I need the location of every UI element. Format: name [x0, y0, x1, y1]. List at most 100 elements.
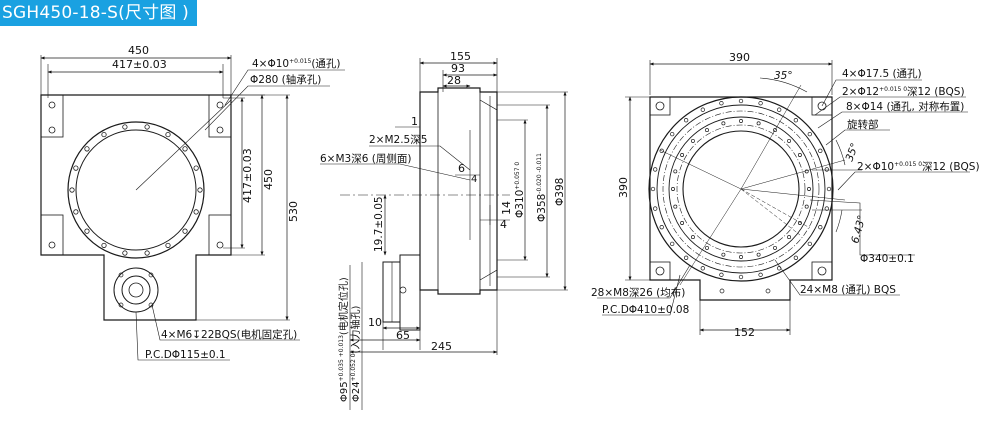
inner-bolt-hole	[773, 245, 777, 250]
inner-bolt-hole	[797, 153, 802, 157]
outer-bolt-hole	[683, 118, 689, 123]
inner-bolt-hole	[804, 169, 809, 174]
inner-bolt-hole	[705, 128, 709, 133]
bore-bolt-hole	[84, 146, 90, 152]
outer-bolt-hole	[824, 167, 829, 172]
pcd-410-label: P.C.DΦ410±0.08	[602, 304, 689, 316]
dim-450-vertical: 450	[262, 169, 275, 190]
bore-bolt-hole	[101, 242, 107, 249]
hole-callout: 4×Φ10+0.015(通孔)	[252, 57, 341, 70]
holes-12-label: 2×Φ12+0.015 0深12 (BQS)	[842, 86, 965, 98]
outer-bolt-hole	[758, 101, 763, 106]
dim-10-label: 10	[368, 316, 382, 329]
outer-bolt-hole	[818, 148, 823, 153]
inner-bolt-hole	[807, 187, 811, 191]
bore-bolt-hole	[84, 228, 90, 234]
dim-152-label: 152	[734, 326, 755, 339]
inner-bolt-hole	[705, 245, 709, 250]
bearing-hole-label: Φ280 (轴承孔)	[250, 73, 321, 86]
inner-bolt-hole	[739, 119, 743, 123]
dim-245-label: 245	[431, 340, 452, 353]
inner-bolt-hole	[787, 138, 792, 143]
motor-holes-label: 4×M6↧22BQS(电机固定孔)	[161, 328, 297, 341]
angle-35-side: 35°	[844, 141, 862, 163]
outer-bolt-hole	[826, 186, 832, 192]
angle-643: 6.43°	[849, 214, 868, 245]
inner-bolt-hole	[721, 252, 726, 257]
outer-bolt-hole	[807, 131, 812, 137]
bore-bolt-hole	[73, 165, 79, 171]
bore-bolt-hole	[122, 124, 128, 130]
outer-bolt-hole	[650, 186, 656, 192]
outer-bolt-hole	[653, 167, 658, 172]
d340-label: Φ340±0.1	[860, 253, 914, 265]
d398-label: Φ398	[554, 178, 566, 206]
bore-bolt-hole	[193, 165, 199, 171]
outer-bolt-hole	[793, 118, 799, 123]
outer-bolt-hole	[738, 274, 744, 280]
bore-bolt-hole	[182, 146, 188, 152]
inner-bolt-hole	[756, 252, 761, 257]
dim-530-vertical: 530	[287, 201, 300, 222]
bore-bolt-hole	[165, 242, 171, 249]
rotor-view	[597, 60, 970, 335]
m25-label: 2×M2.5深5	[369, 134, 427, 146]
inner-bolt-hole	[787, 235, 792, 240]
outer-bolt-hole	[659, 148, 664, 153]
outer-bolt-hole	[777, 107, 782, 112]
d310-label: Φ310+0.057 0	[514, 162, 526, 218]
outer-bolt-hole	[738, 98, 744, 104]
inner-bolt-hole	[756, 121, 761, 126]
bore-bolt-hole	[101, 131, 107, 138]
dim-390-horizontal: 390	[729, 51, 750, 64]
outer-bolt-hole	[758, 272, 763, 277]
holes-175-label: 4×Φ17.5 (通孔)	[842, 67, 922, 80]
bore-bolt-hole	[193, 209, 199, 215]
dim-390-vertical: 390	[617, 177, 630, 198]
inner-bolt-hole	[773, 128, 777, 133]
dim-1-label: 1	[411, 115, 418, 128]
outer-bolt-hole	[793, 255, 799, 260]
d358-label: Φ358-0.020 -0.011	[536, 153, 548, 222]
dim-4b-label: 4	[500, 218, 507, 231]
outer-bolt-hole	[670, 241, 675, 247]
dim-14-label: 14	[500, 201, 513, 215]
pcd-115-label: P.C.DΦ115±0.1	[145, 349, 226, 361]
dim-197-label: 19.7±0.05	[373, 196, 385, 252]
outer-bolt-hole	[818, 225, 823, 230]
bore-bolt-hole	[165, 131, 171, 138]
outer-bolt-hole	[807, 241, 812, 247]
inner-bolt-hole	[804, 204, 809, 209]
bore-bolt-hole	[73, 209, 79, 215]
bore-bolt-hole	[144, 124, 150, 130]
bore-bolt-hole	[182, 228, 188, 234]
outer-bolt-hole	[824, 206, 829, 211]
bore-bolt-hole	[122, 250, 128, 256]
m8-through-label: 24×M8 (通孔) BQS	[800, 283, 896, 296]
inner-bolt-hole	[690, 235, 695, 240]
inner-bolt-hole	[739, 255, 743, 259]
bore-bolt-hole	[144, 250, 150, 256]
dim-417-vertical: 417±0.03	[241, 148, 254, 203]
drawing-title: SGH450-18-S(尺寸图 )	[0, 0, 197, 26]
bore-bolt-hole	[69, 187, 75, 193]
rotating-part-label: 旋转部	[847, 118, 879, 131]
inner-bolt-hole	[680, 153, 685, 157]
inner-bolt-hole	[671, 187, 675, 191]
inner-bolt-hole	[673, 204, 678, 209]
outer-bolt-hole	[719, 272, 724, 277]
holes-14-label: 8×Φ14 (通孔, 对称布置)	[846, 100, 964, 113]
bore-bolt-hole	[197, 187, 203, 193]
dim-417-label: 417±0.03	[112, 58, 167, 71]
d24-label: Φ24+0.052 0(入力轴孔)	[349, 306, 362, 402]
inner-bolt-hole	[680, 221, 685, 225]
outer-bolt-hole	[653, 206, 658, 211]
outer-bolt-hole	[700, 266, 705, 271]
rotor-view-labels: 390 390 35° 35° 6.43° 4×Φ17.5 (通孔) 2×Φ12…	[591, 51, 980, 339]
front-view	[40, 55, 345, 361]
outer-bolt-hole	[670, 131, 675, 137]
side-view	[320, 58, 568, 410]
dim-155-label: 155	[450, 50, 471, 63]
dim-28-label: 28	[447, 74, 461, 87]
